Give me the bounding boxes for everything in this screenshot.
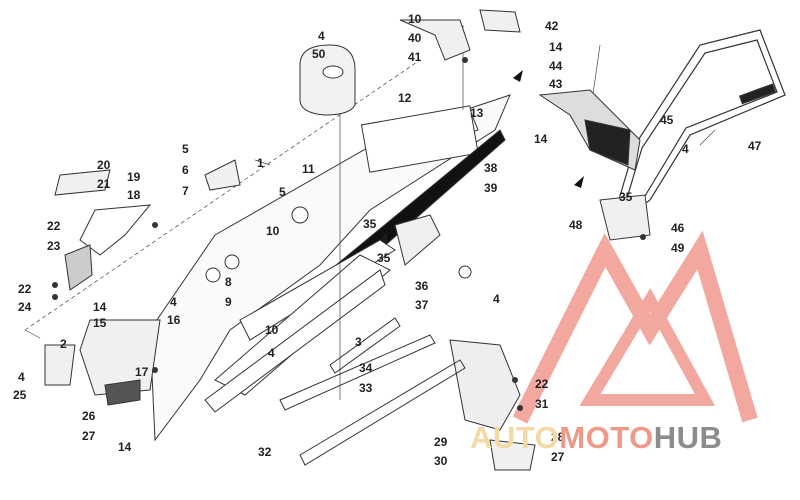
callout-c29: 29 [434,435,448,449]
callout-c50: 50 [312,47,326,61]
callout-c41: 41 [408,50,422,64]
callout-c4a: 4 [318,29,325,43]
callout-c49: 49 [671,241,685,255]
callout-c22b: 22 [18,282,32,296]
callout-c22a: 22 [47,219,61,233]
callout-c15: 15 [93,316,107,330]
callout-c45: 45 [660,113,674,127]
callout-c31: 31 [535,397,549,411]
callout-c5a: 5 [182,142,189,156]
callout-c42: 42 [545,19,559,33]
callout-c43: 43 [549,77,563,91]
snow-flap [538,89,641,171]
callout-c6: 6 [182,163,189,177]
callout-c26: 26 [82,409,96,423]
side-panels [44,9,651,471]
callout-c3: 3 [355,335,362,349]
callout-c30: 30 [434,454,448,468]
callout-c27a: 27 [82,429,96,443]
callout-c2: 2 [60,337,67,351]
callout-c4f: 4 [268,346,275,360]
callout-c14d: 14 [118,440,132,454]
fasteners [52,57,646,411]
callout-c19: 19 [127,170,141,184]
callout-c20: 20 [97,158,111,172]
watermark-logo [512,230,758,424]
callout-c25: 25 [13,388,27,402]
watermark-part-1: AUTO [470,420,560,455]
callout-c24: 24 [18,300,32,314]
seat-part [299,44,356,116]
callout-c9: 9 [225,295,232,309]
callout-c28: 28 [551,430,565,444]
callout-c18: 18 [127,188,141,202]
callout-c35a: 35 [619,190,633,204]
callout-c14a: 14 [549,40,563,54]
callout-c1: 1 [257,156,264,170]
tunnel-assembly [149,94,511,442]
callout-c13: 13 [470,106,484,120]
callout-c23: 23 [47,239,61,253]
callout-c35b: 35 [363,217,377,231]
callout-c34: 34 [359,361,373,375]
callout-c40: 40 [408,31,422,45]
rear-bumper [608,29,786,232]
callout-c21: 21 [97,177,111,191]
callout-c44: 44 [549,59,563,73]
callout-c17: 17 [135,365,149,379]
callout-c10c: 10 [265,323,279,337]
callout-c11: 11 [302,162,315,176]
callout-c4e: 4 [493,292,500,306]
rails [279,317,466,466]
callout-c4c: 4 [381,232,388,246]
callout-c14c: 14 [93,300,107,314]
callout-c38: 38 [484,161,498,175]
callout-c4g: 4 [18,370,25,384]
callout-c47: 47 [748,139,762,153]
callout-c46: 46 [671,221,685,235]
callout-c33: 33 [359,381,373,395]
watermark-text: AUTOMOTOHUB [470,420,722,456]
watermark-part-2: MOTO [559,420,654,455]
callout-c8: 8 [225,275,232,289]
callout-c4d: 4 [170,295,177,309]
callout-c14b: 14 [534,132,548,146]
callout-c12: 12 [398,91,412,105]
callout-c32: 32 [258,445,272,459]
watermark-part-3: HUB [653,420,723,455]
callout-c37: 37 [415,298,429,312]
callout-c10b: 10 [266,224,280,238]
callout-c48: 48 [569,218,583,232]
callout-c22c: 22 [535,377,549,391]
callout-c16: 16 [167,313,181,327]
callout-c5b: 5 [279,185,286,199]
callout-c4b: 4 [682,142,689,156]
callout-c27b: 27 [551,450,565,464]
callout-c10a: 10 [408,12,422,26]
callout-c39: 39 [484,181,498,195]
arrows [513,70,584,188]
callout-c35c: 35 [377,251,391,265]
callout-c36: 36 [415,279,429,293]
callout-c7: 7 [182,184,189,198]
